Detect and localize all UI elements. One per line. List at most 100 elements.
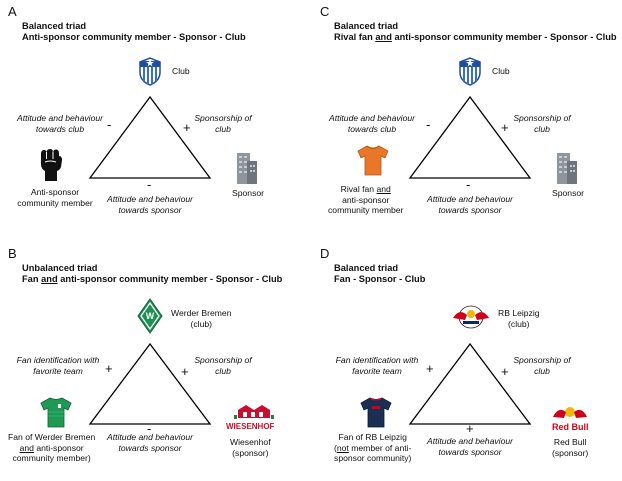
bottom-edge-label: Attitude and behaviour towards sponsor bbox=[106, 194, 193, 215]
panel-subtitle: Fan - Sponsor - Club bbox=[334, 274, 426, 284]
shield-icon bbox=[459, 57, 481, 86]
panel-letter: C bbox=[320, 4, 330, 19]
subtitle-underlined: and bbox=[375, 32, 392, 42]
panel-d: D Balanced triad Fan - Sponsor - Club RB… bbox=[320, 246, 620, 481]
bottom-edge-sign: - bbox=[147, 421, 152, 436]
left-edge-sign: + bbox=[105, 361, 113, 376]
panel-title: Unbalanced triad bbox=[22, 263, 98, 273]
rb-leipzig-logo-icon bbox=[453, 305, 489, 329]
left-edge-sign: - bbox=[426, 117, 431, 132]
right-node-line: (sponsor) bbox=[232, 447, 269, 458]
wiesenhof-brand-text: WIESENHOF bbox=[226, 422, 275, 431]
left-node-line: Fan of RB Leipzig bbox=[338, 432, 407, 442]
right-edge-sign: + bbox=[183, 120, 191, 135]
right-edge-sign: + bbox=[501, 364, 509, 379]
left-node-text: member of anti- bbox=[348, 442, 412, 453]
panel-heading: Unbalanced triad Fan and anti-sponsor co… bbox=[22, 263, 282, 285]
triad-triangle bbox=[88, 342, 212, 425]
triad-triangle bbox=[408, 342, 532, 425]
left-edge-label: Fan identification with favorite team bbox=[335, 355, 419, 376]
left-node-text: Rival fan bbox=[340, 184, 377, 194]
building-icon bbox=[237, 153, 257, 184]
left-node-line: (not member of anti- bbox=[334, 442, 412, 453]
subtitle-part: Rival fan bbox=[334, 32, 376, 42]
panel-subtitle: Fan and anti-sponsor community member - … bbox=[22, 274, 282, 285]
rb-leipzig-label: RB Leipzig (club) bbox=[498, 308, 540, 329]
red-bull-brand-text: Red Bull bbox=[552, 422, 589, 432]
top-node-line: (club) bbox=[508, 318, 530, 329]
werder-bremen-label: Werder Bremen (club) bbox=[171, 308, 232, 329]
club-node-label: Club bbox=[492, 66, 510, 76]
panel-heading: Balanced triad Fan - Sponsor - Club bbox=[334, 263, 425, 285]
sponsor-node-label: Sponsor bbox=[552, 188, 585, 198]
left-node-line: and anti-sponsor bbox=[8, 443, 95, 454]
bottom-edge-sign: + bbox=[466, 421, 474, 436]
right-edge-label: Sponsorship of club bbox=[194, 355, 252, 376]
panel-letter: D bbox=[320, 246, 330, 261]
left-node-line: Fan of Werder Bremen bbox=[8, 432, 96, 442]
right-node-line: Wiesenhof bbox=[230, 437, 271, 447]
right-edge-label: Sponsorship of club bbox=[513, 113, 571, 134]
top-node-line: RB Leipzig bbox=[498, 308, 540, 318]
left-node-line: community member) bbox=[12, 453, 91, 463]
wiesenhof-sponsor-label: Wiesenhof (sponsor) bbox=[230, 437, 271, 458]
bottom-edge-sign: - bbox=[466, 177, 471, 192]
left-edge-label: Attitude and behaviour towards club bbox=[16, 113, 103, 134]
right-node-line: (sponsor) bbox=[552, 447, 589, 458]
left-node-line: community member bbox=[328, 205, 404, 215]
left-node-line: Rival fan and bbox=[328, 184, 403, 195]
left-node-underlined: and bbox=[376, 184, 391, 194]
building-icon bbox=[557, 153, 577, 184]
bottom-edge-label: Attitude and behaviour towards sponsor bbox=[426, 436, 513, 457]
bottom-edge-sign: - bbox=[147, 177, 152, 192]
panel-title: Balanced triad bbox=[334, 263, 399, 273]
wiesenhof-logo-icon bbox=[234, 405, 274, 419]
triad-triangle bbox=[88, 95, 212, 179]
green-jersey-icon bbox=[40, 397, 72, 428]
sponsor-node-label: Sponsor bbox=[232, 188, 265, 198]
panel-a: A Balanced triad Anti-sponsor community … bbox=[8, 4, 308, 239]
panel-c: C Balanced triad Rival fan and anti-spon… bbox=[320, 4, 620, 239]
panel-b: B Unbalanced triad Fan and anti-sponsor … bbox=[8, 246, 308, 481]
left-edge-sign: - bbox=[107, 117, 112, 132]
subtitle-underlined: and bbox=[41, 274, 58, 284]
werder-bremen-logo-icon: W bbox=[137, 298, 163, 334]
left-edge-label: Fan identification with favorite team bbox=[16, 355, 100, 376]
raised-fist-icon bbox=[41, 149, 62, 181]
subtitle-part: Fan bbox=[22, 274, 42, 284]
left-node-text: anti-sponsor bbox=[33, 442, 84, 453]
subtitle-part: anti-sponsor community member - Sponsor … bbox=[57, 274, 283, 284]
right-edge-label: Sponsorship of club bbox=[194, 113, 252, 134]
rival-fan-label: Rival fan and anti-sponsor community mem… bbox=[328, 184, 403, 216]
panel-title: Balanced triad bbox=[334, 21, 399, 31]
red-bull-sponsor-label: Red Bull (sponsor) bbox=[552, 437, 588, 458]
left-node-underlined: not bbox=[336, 442, 349, 453]
left-edge-sign: + bbox=[426, 361, 434, 376]
rb-fan-label: Fan of RB Leipzig (not member of anti- s… bbox=[334, 432, 411, 464]
panel-letter: B bbox=[8, 246, 17, 261]
panel-title: Balanced triad bbox=[22, 21, 87, 31]
triad-triangle bbox=[408, 95, 532, 179]
top-node-line: (club) bbox=[190, 318, 213, 329]
left-node-text: Anti-sponsor community member bbox=[17, 187, 93, 208]
panel-subtitle: Anti-sponsor community member - Sponsor … bbox=[22, 32, 246, 42]
left-node-line: anti-sponsor bbox=[342, 194, 390, 205]
bottom-edge-label: Attitude and behaviour towards sponsor bbox=[426, 194, 513, 215]
left-node-underlined: and bbox=[19, 442, 34, 453]
left-node-line: sponsor community) bbox=[334, 453, 412, 463]
panel-subtitle: Rival fan and anti-sponsor community mem… bbox=[334, 32, 617, 43]
right-edge-sign: + bbox=[181, 364, 189, 379]
club-node-label: Club bbox=[172, 66, 190, 76]
shield-icon bbox=[139, 57, 161, 86]
panel-heading: Balanced triad Rival fan and anti-sponso… bbox=[334, 21, 617, 43]
right-edge-sign: + bbox=[501, 120, 509, 135]
svg-text:W: W bbox=[146, 311, 155, 321]
right-edge-label: Sponsorship of club bbox=[513, 355, 571, 376]
anti-sponsor-member-label: Anti-sponsor community member bbox=[12, 187, 98, 208]
right-node-line: Red Bull bbox=[553, 437, 587, 447]
top-node-line: Werder Bremen bbox=[171, 308, 232, 318]
panel-letter: A bbox=[8, 4, 17, 19]
werder-fan-label: Fan of Werder Bremen and anti-sponsor co… bbox=[8, 432, 95, 464]
orange-shirt-icon bbox=[357, 145, 389, 176]
bottom-edge-label: Attitude and behaviour towards sponsor bbox=[106, 432, 193, 453]
